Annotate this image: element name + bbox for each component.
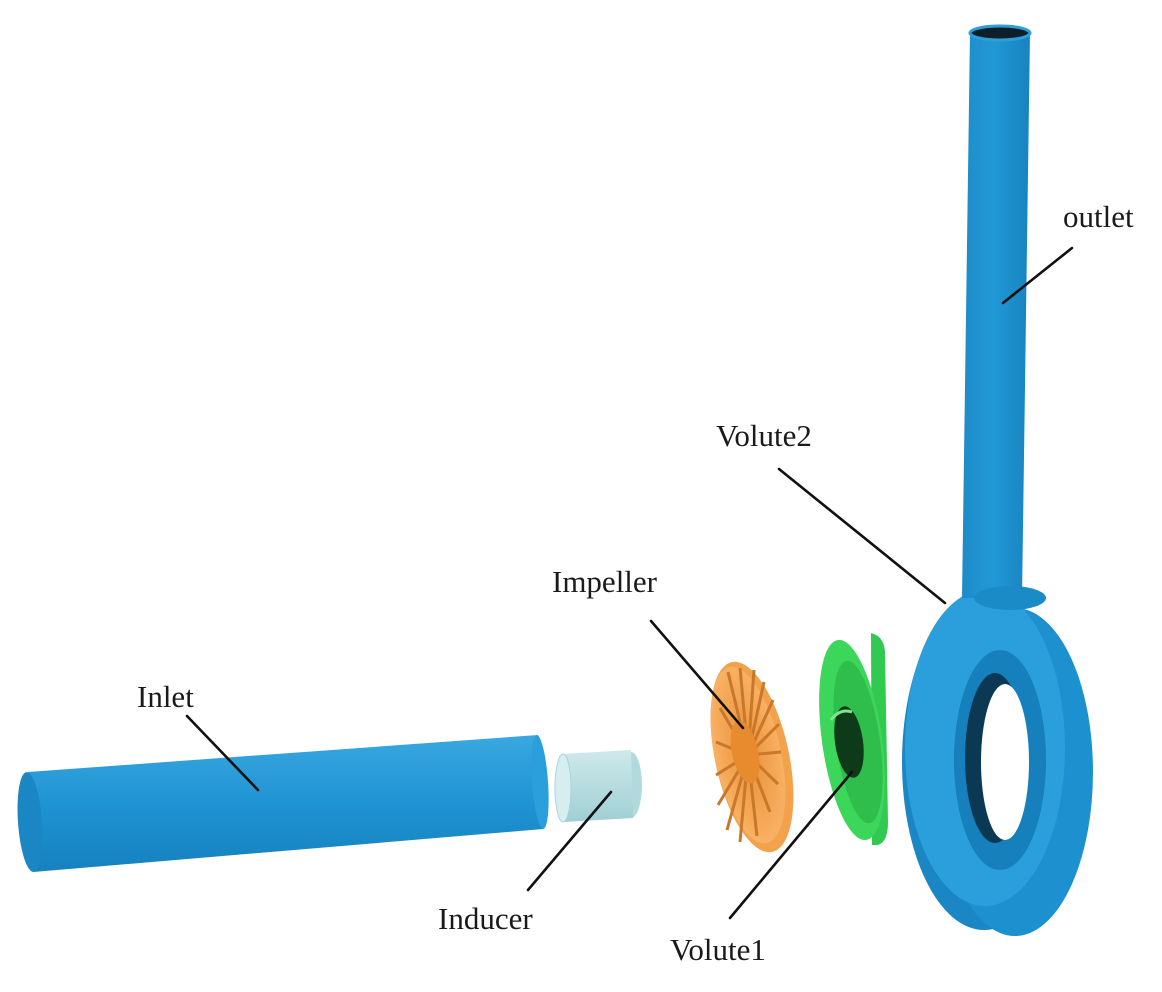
- inducer-part: [554, 750, 642, 823]
- volute1-leader-line: [728, 770, 854, 920]
- impeller-part: [710, 661, 794, 853]
- inducer-label: Inducer: [438, 901, 533, 936]
- volute1-part: [819, 633, 888, 845]
- inlet-pipe: [17, 735, 549, 872]
- volute2-label: Volute2: [716, 418, 812, 453]
- outlet-label: outlet: [1063, 199, 1134, 234]
- outlet-leader-line: [1001, 246, 1074, 305]
- leader-lines: [185, 246, 1074, 920]
- inlet-leader-line: [185, 714, 260, 792]
- outlet-pipe: [962, 24, 1046, 610]
- inducer-leader-line: [526, 790, 613, 892]
- volute1-label: Volute1: [670, 932, 766, 967]
- volute2-leader-line: [777, 467, 947, 605]
- volute2-part: [902, 590, 1093, 936]
- impeller-leader-line: [649, 619, 745, 730]
- inlet-label: Inlet: [137, 679, 194, 714]
- impeller-label: Impeller: [552, 564, 658, 599]
